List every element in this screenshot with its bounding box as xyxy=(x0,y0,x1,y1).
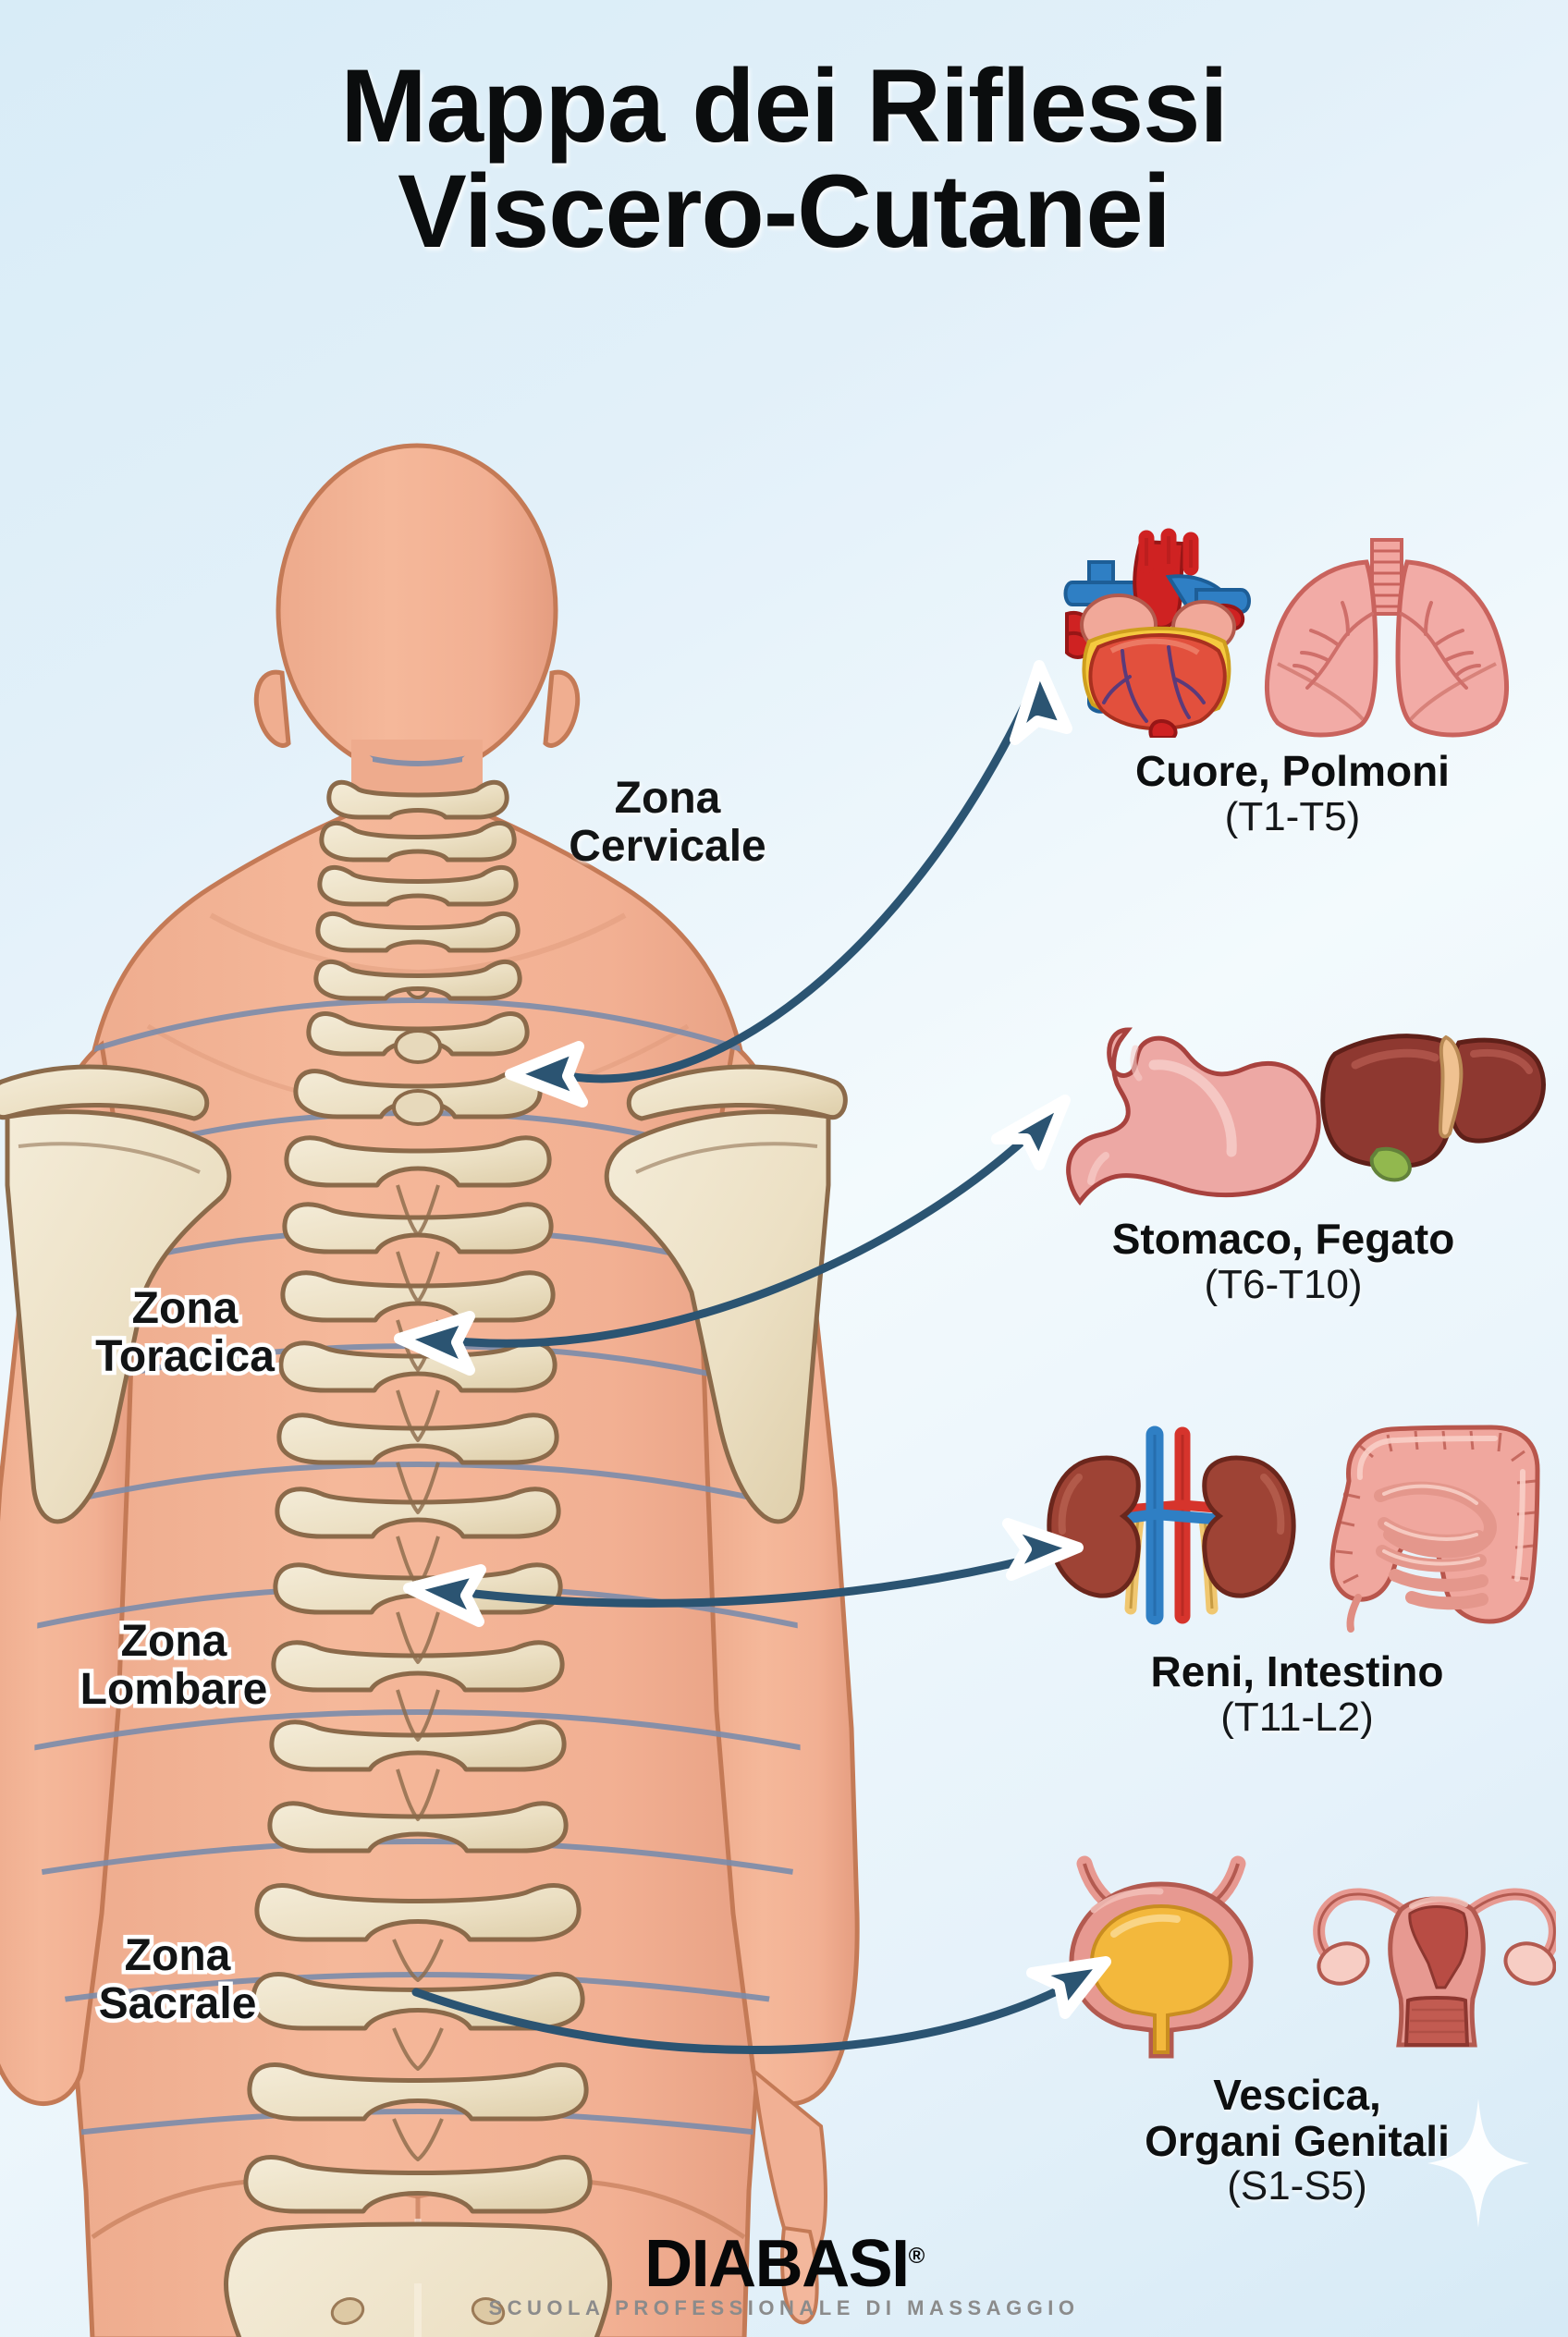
bladder-icon xyxy=(1069,1855,1254,2059)
brand-name: DIABASI® xyxy=(644,2226,925,2302)
organ-range-kidneys-intestine: (T11-L2) xyxy=(1220,1694,1374,1740)
liver-icon xyxy=(1320,1034,1546,1182)
brand-logo: DIABASI® SCUOLA PROFESSIONALE DI MASSAGG… xyxy=(0,2226,1568,2320)
organ-caption-heart-lungs: Cuore, Polmoni xyxy=(1135,747,1450,795)
page-title: Mappa dei Riflessi Viscero-Cutanei xyxy=(0,48,1568,270)
kidneys-intestine-art xyxy=(1047,1425,1540,1633)
heart-lungs-art xyxy=(1063,528,1509,738)
scapula-left xyxy=(5,1109,232,1524)
organ-caption-kidneys-intestine: Reni, Intestino xyxy=(1150,1647,1444,1695)
zone-label-lombare: Zona Lombare xyxy=(76,1613,272,1717)
title-line-1: Mappa dei Riflessi xyxy=(340,48,1228,164)
organ-group-kidneys-intestine: Reni, Intestino (T11-L2) xyxy=(1034,1416,1561,1740)
title-line-2: Viscero-Cutanei xyxy=(398,153,1171,270)
organ-range-bladder-genitals: (S1-S5) xyxy=(1227,2163,1367,2209)
intestine-icon xyxy=(1329,1425,1540,1633)
zone-label-toracica: Zona Toracica xyxy=(92,1280,279,1384)
sacrum xyxy=(224,2221,612,2337)
heart-icon xyxy=(1063,528,1251,738)
brand-tagline: SCUOLA PROFESSIONALE DI MASSAGGIO xyxy=(488,2296,1080,2319)
zone-label-sacrale: Zona Sacrale xyxy=(94,1927,261,2031)
kidneys-icon xyxy=(1047,1425,1296,1625)
bladder-uterus-art xyxy=(1069,1855,1556,2059)
organ-group-stomach-liver: Stomaco, Fegato (T6-T10) xyxy=(1006,1021,1561,1307)
cervical-vertebrae xyxy=(293,779,543,1126)
organ-group-heart-lungs: Cuore, Polmoni (T1-T5) xyxy=(1024,525,1561,839)
lungs-icon xyxy=(1265,538,1509,738)
stomach-liver-art xyxy=(1066,1027,1546,1205)
organ-range-heart-lungs: (T1-T5) xyxy=(1224,793,1361,839)
stomach-icon xyxy=(1066,1027,1321,1205)
organ-caption-stomach-liver: Stomaco, Fegato xyxy=(1111,1215,1455,1263)
organ-caption-bladder-genitals: Vescica, Organi Genitali xyxy=(1145,2071,1450,2165)
brand-name-text: DIABASI xyxy=(644,2227,910,2301)
registered-trademark-icon: ® xyxy=(908,2244,925,2269)
organ-range-stomach-liver: (T6-T10) xyxy=(1204,1261,1363,1307)
sparkle-icon xyxy=(1427,2098,1529,2228)
organ-group-bladder-genitals: Vescica, Organi Genitali (S1-S5) xyxy=(1034,1849,1561,2209)
zone-label-cervicale: Zona Cervicale xyxy=(569,774,766,871)
human-back-illustration xyxy=(0,443,860,2337)
clavicle-left xyxy=(0,1064,210,1121)
uterus-icon xyxy=(1313,1888,1556,2048)
